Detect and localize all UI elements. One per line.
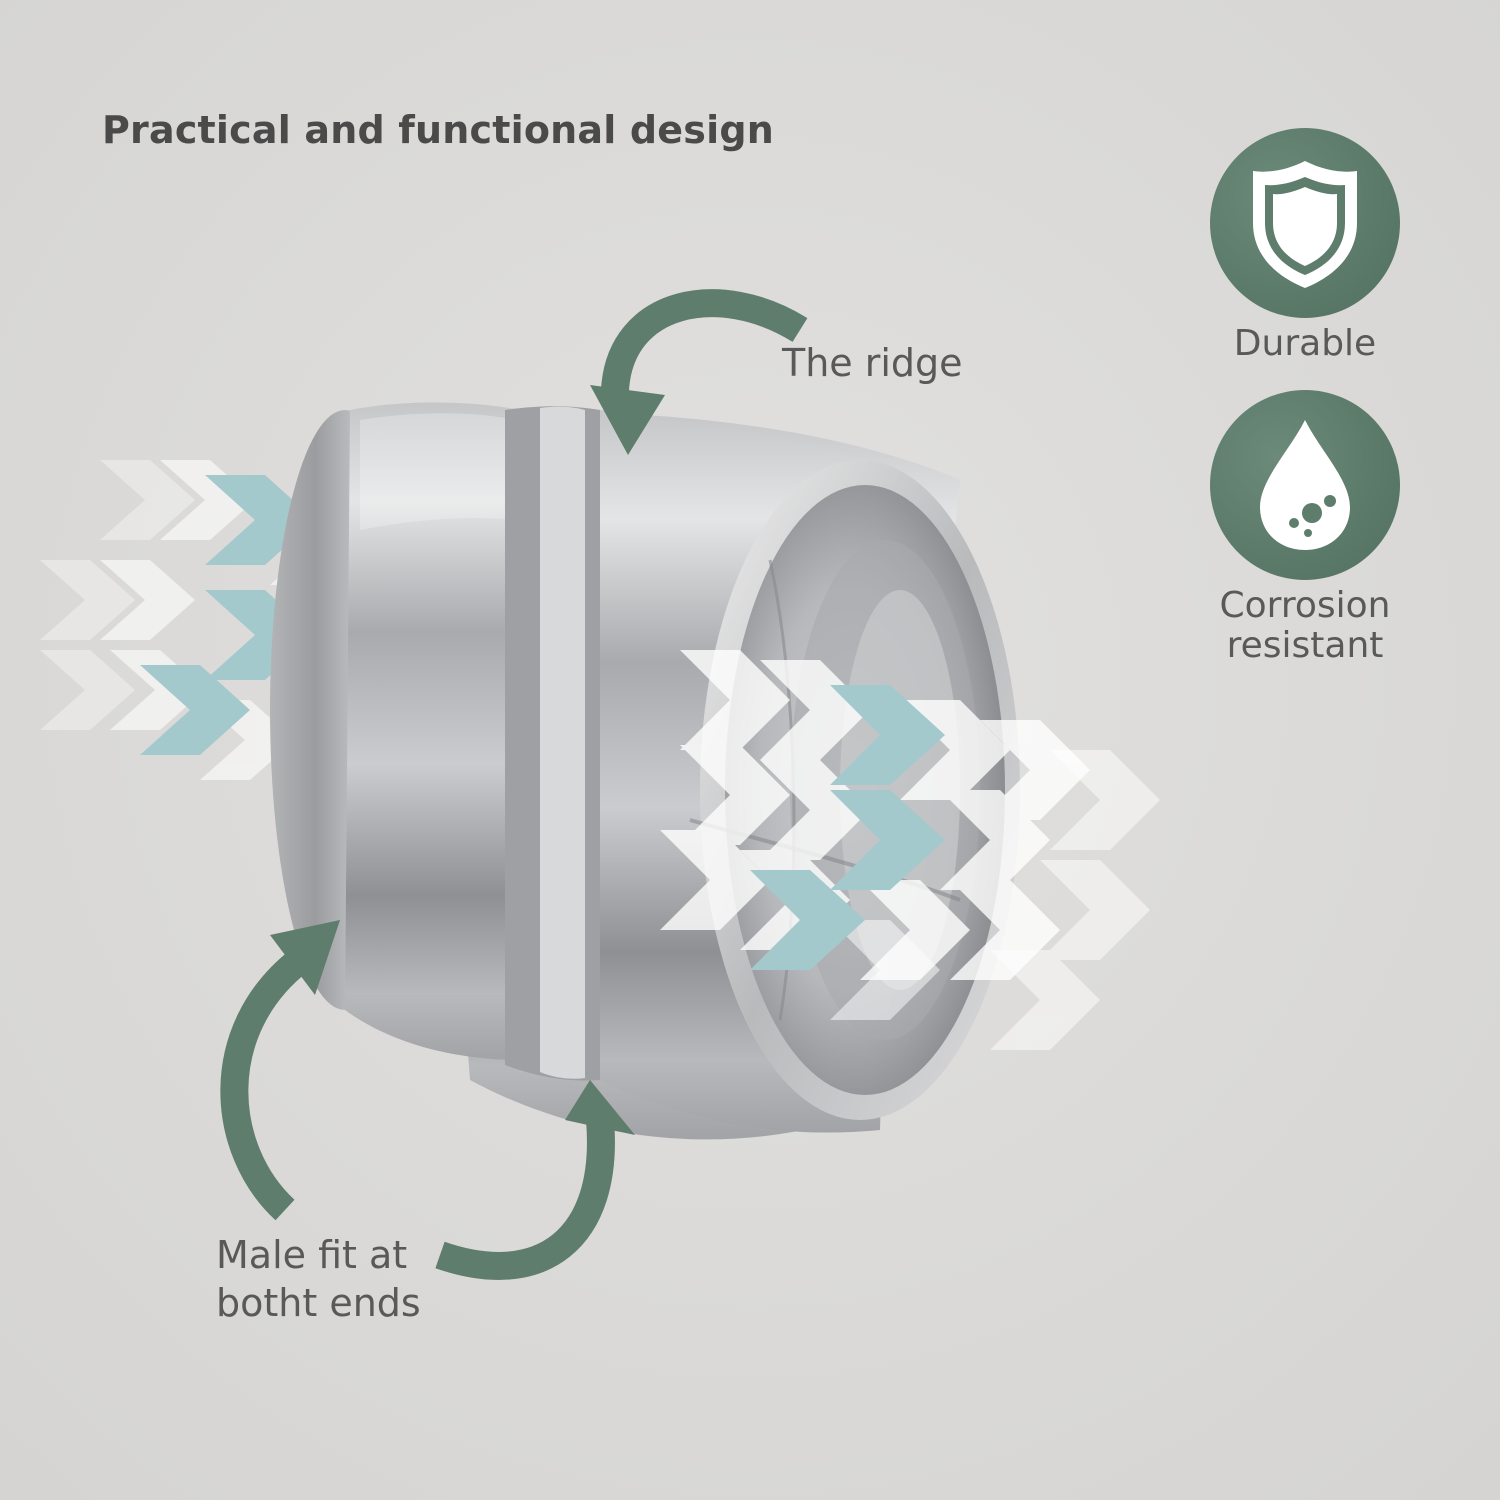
shield-icon bbox=[1253, 161, 1357, 288]
male-fit-label: Male fit at botht ends bbox=[216, 1232, 421, 1328]
male-fit-label-line-1: Male fit at bbox=[216, 1233, 408, 1277]
feature-corrosion-resistant: Corrosion resistant bbox=[1180, 390, 1430, 665]
page-title: Practical and functional design bbox=[102, 108, 774, 152]
feature-label-durable: Durable bbox=[1180, 324, 1430, 364]
feature-label-corrosion: Corrosion resistant bbox=[1180, 586, 1430, 665]
ridge-arrow bbox=[590, 289, 808, 455]
male-fit-label-line-2: botht ends bbox=[216, 1280, 421, 1325]
feature-label-line-2: resistant bbox=[1226, 624, 1384, 666]
feature-label-line-1: Corrosion bbox=[1219, 585, 1391, 626]
feature-durable: Durable bbox=[1180, 128, 1430, 364]
duct-coupling bbox=[270, 402, 1020, 1140]
male-fit-arrow-left bbox=[220, 920, 340, 1221]
corrosion-badge bbox=[1210, 390, 1400, 580]
water-drop-icon bbox=[1260, 420, 1350, 550]
male-fit-arrow-right bbox=[435, 1080, 635, 1280]
feature-label-line: Durable bbox=[1233, 323, 1377, 364]
airflow-arrows-right bbox=[660, 650, 1160, 1050]
durable-badge bbox=[1210, 128, 1400, 318]
ridge-label: The ridge bbox=[782, 341, 963, 385]
